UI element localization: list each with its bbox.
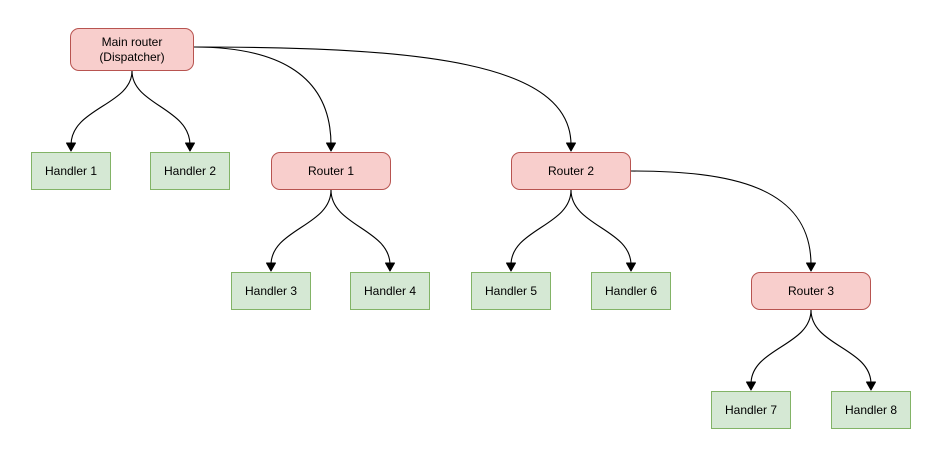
node-router-1[interactable]: Router 1 [271, 152, 391, 190]
edge-router-2-to-handler-5-arrowhead [506, 262, 516, 272]
edge-router-2-to-handler-5 [510, 189, 572, 266]
edge-router-2-to-handler-6 [570, 189, 632, 266]
edge-main-to-handler-1 [70, 70, 133, 146]
node-handler-5-label: Handler 5 [484, 283, 538, 298]
edge-router-1-to-handler-3-arrowhead [266, 262, 276, 272]
node-handler-1[interactable]: Handler 1 [31, 152, 111, 190]
node-router-1-label: Router 1 [307, 163, 355, 178]
node-handler-8-label: Handler 8 [844, 402, 898, 417]
node-router-2[interactable]: Router 2 [511, 152, 631, 190]
edge-main-to-handler-2 [131, 70, 191, 146]
edge-main-to-router-2 [193, 46, 572, 146]
edge-router-1-to-handler-3 [270, 189, 332, 266]
node-main-router[interactable]: Main router (Dispatcher) [70, 28, 194, 71]
node-handler-2-label: Handler 2 [163, 163, 217, 178]
node-handler-6[interactable]: Handler 6 [591, 272, 671, 310]
edge-main-to-router-1 [193, 46, 332, 146]
node-handler-3[interactable]: Handler 3 [231, 272, 311, 310]
node-handler-7[interactable]: Handler 7 [711, 391, 791, 429]
node-handler-7-label: Handler 7 [724, 402, 778, 417]
node-handler-6-label: Handler 6 [604, 283, 658, 298]
node-handler-5[interactable]: Handler 5 [471, 272, 551, 310]
node-handler-4-label: Handler 4 [363, 283, 417, 298]
edge-router-1-to-handler-4 [330, 189, 391, 266]
edge-main-to-router-2-arrowhead [566, 142, 576, 152]
node-handler-1-label: Handler 1 [44, 163, 98, 178]
edge-router-3-to-handler-8 [810, 309, 872, 385]
edge-router-2-to-router-3-arrowhead [806, 262, 816, 272]
node-handler-4[interactable]: Handler 4 [350, 272, 430, 310]
edge-main-to-router-1-arrowhead [326, 142, 336, 152]
edge-router-3-to-handler-7 [750, 309, 812, 385]
edge-main-to-handler-2-arrowhead [185, 142, 195, 152]
node-router-3[interactable]: Router 3 [751, 272, 871, 310]
edge-router-3-to-handler-7-arrowhead [746, 381, 756, 391]
edge-router-2-to-router-3 [630, 170, 812, 266]
node-handler-8[interactable]: Handler 8 [831, 391, 911, 429]
edge-router-1-to-handler-4-arrowhead [385, 262, 395, 272]
node-main-router-label: Main router (Dispatcher) [99, 34, 165, 64]
edge-router-3-to-handler-8-arrowhead [866, 381, 876, 391]
node-handler-2[interactable]: Handler 2 [150, 152, 230, 190]
edge-main-to-handler-1-arrowhead [66, 142, 76, 152]
edge-router-2-to-handler-6-arrowhead [626, 262, 636, 272]
node-router-3-label: Router 3 [787, 283, 835, 298]
node-router-2-label: Router 2 [547, 163, 595, 178]
node-handler-3-label: Handler 3 [244, 283, 298, 298]
